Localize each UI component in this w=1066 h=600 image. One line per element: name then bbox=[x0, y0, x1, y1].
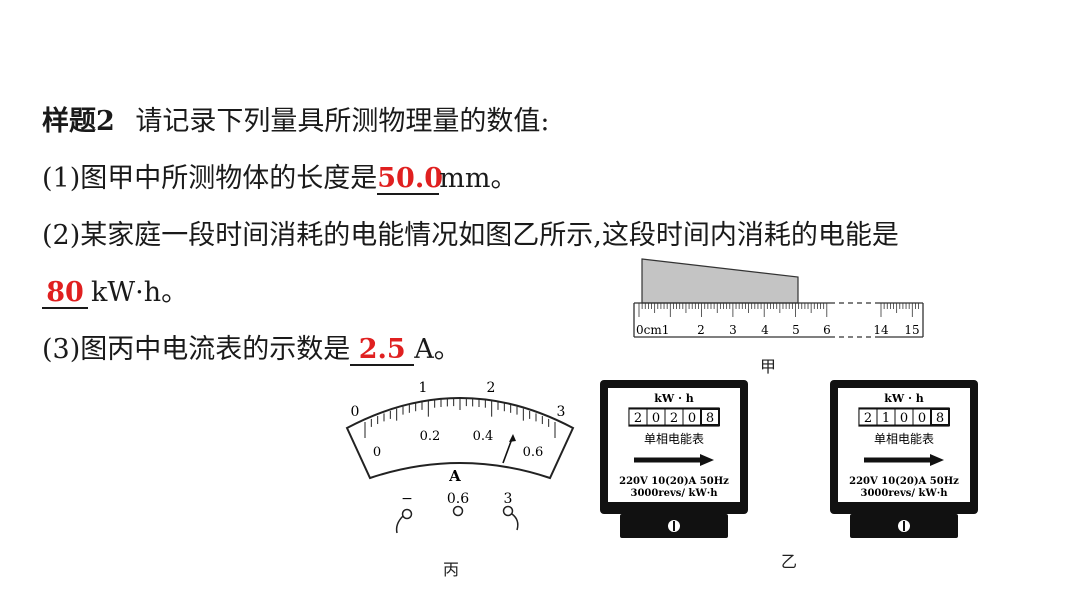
meter1-digit: 0 bbox=[688, 411, 696, 426]
caption-yi: 乙 bbox=[781, 552, 798, 571]
terminal-label-negative: − bbox=[401, 491, 413, 507]
meter2-spec1: 220V 10(20)A 50Hz bbox=[849, 476, 959, 487]
question-item-1: (1)图甲中所测物体的长度是50.0mm。 bbox=[42, 162, 517, 196]
meter1-spec2: 3000revs/ kW·h bbox=[631, 488, 719, 499]
ammeter-diagram: 0 1 2 3 0 0.2 0.4 0.6 A − 0.6 3 bbox=[345, 380, 575, 534]
meter2-digit: 0 bbox=[900, 411, 908, 426]
caption-bing: 丙 bbox=[443, 560, 460, 579]
meter1-digit-box bbox=[700, 408, 720, 426]
meter2-digit: 8 bbox=[936, 411, 944, 426]
meter1-spec1: 220V 10(20)A 50Hz bbox=[619, 476, 729, 487]
meter1-unit: kW · h bbox=[654, 392, 693, 405]
ammeter-unit: A bbox=[448, 467, 461, 485]
meter2-name: 单相电能表 bbox=[874, 432, 934, 446]
meter2-digit: 2 bbox=[864, 411, 872, 426]
terminal-label-0.6: 0.6 bbox=[447, 491, 469, 507]
meter2-digit-box bbox=[930, 408, 950, 426]
item1-answer: 50.0 bbox=[377, 163, 444, 195]
meter1-digit: 2 bbox=[670, 411, 678, 426]
ruler-diagram: 0cm1 2 3 4 5 6 14 15 bbox=[633, 258, 924, 338]
terminal-0.6 bbox=[452, 505, 464, 517]
question-prompt: 请记录下列量具所测物理量的数值: bbox=[135, 106, 550, 137]
upper-scale-0: 0 bbox=[351, 404, 360, 420]
item3-answer: 2.5 bbox=[350, 336, 415, 366]
lower-scale-0.2: 0.2 bbox=[420, 429, 441, 444]
measured-object bbox=[641, 258, 799, 304]
item1-prefix: (1)图甲中所测物体的长度是 bbox=[42, 163, 378, 194]
terminal-3 bbox=[502, 505, 514, 517]
item2-unit: kW·h。 bbox=[91, 277, 189, 308]
ruler-label-6: 6 bbox=[823, 323, 831, 337]
upper-scale-1: 1 bbox=[419, 380, 428, 396]
upper-scale-3: 3 bbox=[557, 404, 566, 420]
terminal-label-3: 3 bbox=[504, 491, 513, 507]
question-line-title: 样题2 请记录下列量具所测物理量的数值: bbox=[42, 105, 550, 139]
item1-unit: mm。 bbox=[439, 163, 518, 194]
meter1-digit: 8 bbox=[706, 411, 714, 426]
ruler-zero-label: 0cm1 bbox=[636, 323, 669, 337]
lower-scale-0.6: 0.6 bbox=[523, 445, 544, 460]
item2-answer: 80 bbox=[42, 279, 88, 309]
ruler-label-2: 2 bbox=[697, 323, 705, 337]
ruler-label-4: 4 bbox=[761, 323, 769, 337]
question-item-2: (2)某家庭一段时间消耗的电能情况如图乙所示,这段时间内消耗的电能是 bbox=[42, 219, 899, 253]
meter2-unit: kW · h bbox=[884, 392, 923, 405]
item3-unit: A。 bbox=[414, 334, 461, 365]
meter1-name: 单相电能表 bbox=[644, 432, 704, 446]
ammeter-dial bbox=[345, 397, 575, 480]
question-label: 样题2 bbox=[42, 106, 115, 137]
figure-jia: 0cm1 2 3 4 5 6 14 15 甲 bbox=[630, 255, 930, 380]
meter2-digit: 0 bbox=[918, 411, 926, 426]
ruler-label-15: 15 bbox=[904, 323, 919, 337]
meter1-digit: 2 bbox=[634, 411, 642, 426]
ruler-label-14: 14 bbox=[873, 323, 889, 337]
terminal-negative bbox=[401, 508, 413, 520]
upper-scale-2: 2 bbox=[487, 380, 496, 396]
meter1-digit: 0 bbox=[652, 411, 660, 426]
item3-prefix: (3)图丙中电流表的示数是 bbox=[42, 334, 351, 365]
ruler-label-5: 5 bbox=[792, 323, 800, 337]
meter2-spec2: 3000revs/ kW·h bbox=[861, 488, 949, 499]
caption-jia: 甲 bbox=[760, 357, 777, 376]
figure-bing: 0 1 2 3 0 0.2 0.4 0.6 A − 0.6 3 丙 bbox=[325, 378, 595, 600]
lower-scale-0.4: 0.4 bbox=[473, 429, 494, 444]
meter2-digit: 1 bbox=[882, 411, 890, 426]
ruler-label-3: 3 bbox=[729, 323, 737, 337]
item2-text: (2)某家庭一段时间消耗的电能情况如图乙所示,这段时间内消耗的电能是 bbox=[42, 220, 899, 251]
lower-scale-0: 0 bbox=[373, 445, 381, 460]
